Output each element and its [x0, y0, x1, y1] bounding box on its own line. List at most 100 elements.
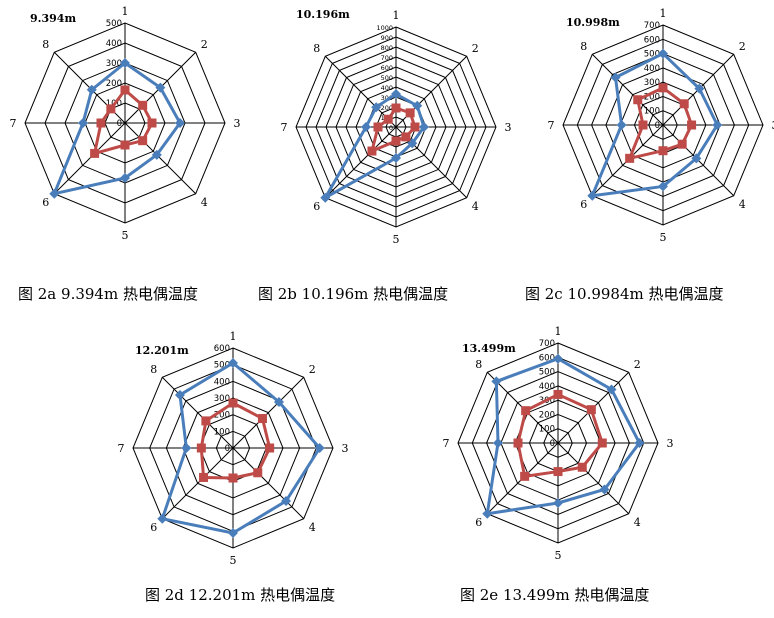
category-label: 2: [739, 40, 746, 53]
data-point-diamond: [616, 120, 627, 130]
data-point-diamond: [151, 149, 162, 160]
tick-label: 500: [106, 19, 122, 29]
data-point-square: [638, 120, 648, 130]
data-point-square: [138, 100, 148, 110]
data-point-diamond: [281, 496, 292, 507]
category-label: 8: [475, 358, 482, 371]
data-point-diamond: [691, 153, 702, 164]
data-point-square: [253, 468, 263, 478]
category-label: 8: [42, 38, 49, 51]
category-label: 6: [580, 198, 587, 211]
tick-label: 600: [214, 344, 230, 354]
tick-label: 500: [214, 361, 230, 371]
data-point-square: [577, 462, 587, 472]
data-point-diamond: [610, 72, 621, 83]
tick-label: 400: [214, 377, 230, 387]
category-label: 3: [667, 437, 674, 450]
category-label: 8: [580, 40, 587, 53]
chart-title: 10.998m: [566, 16, 620, 29]
category-label: 3: [772, 119, 774, 132]
data-point-square: [120, 140, 130, 150]
axis-spoke: [591, 53, 664, 126]
data-point-diamond: [174, 389, 185, 400]
data-point-square: [553, 389, 563, 399]
data-point-square: [196, 443, 206, 453]
data-point-square: [96, 118, 106, 128]
axis-spoke: [557, 442, 630, 515]
axis-spoke: [232, 447, 305, 520]
category-label: 5: [660, 231, 667, 244]
category-label: 1: [555, 325, 562, 338]
category-label: 7: [10, 117, 17, 130]
category-label: 2: [472, 42, 479, 55]
data-point-square: [687, 120, 697, 130]
category-label: 4: [472, 200, 479, 213]
data-point-square: [391, 136, 401, 146]
data-point-square: [383, 114, 393, 124]
data-point-square: [120, 85, 130, 95]
category-label: 7: [548, 119, 555, 132]
category-label: 5: [122, 229, 129, 242]
chart-title: 12.201m: [135, 344, 189, 357]
data-point-diamond: [419, 122, 429, 132]
tick-label: 700: [381, 54, 393, 62]
data-point-square: [410, 122, 420, 132]
tick-label: 700: [539, 339, 555, 349]
data-point-diamond: [155, 82, 166, 93]
tick-label: 1000: [376, 24, 393, 32]
data-point-diamond: [553, 353, 563, 364]
radar-chart-2: 1234567801002003004005006007008009001000…: [281, 8, 512, 246]
axis-spoke: [53, 122, 126, 195]
data-point-diamond: [553, 498, 563, 508]
data-point-diamond: [491, 376, 502, 387]
tick-label: 0: [389, 124, 393, 132]
data-point-diamond: [120, 173, 130, 183]
tick-label: 400: [644, 64, 660, 74]
category-label: 6: [313, 200, 320, 213]
caption-2a: 图 2a 9.394m 热电偶温度: [18, 285, 198, 303]
data-point-square: [679, 99, 689, 109]
tick-label: 700: [644, 21, 660, 31]
data-point-square: [90, 148, 100, 158]
category-label: 1: [230, 330, 237, 343]
tick-label: 500: [539, 368, 555, 378]
data-point-square: [228, 398, 238, 408]
tick-label: 300: [214, 394, 230, 404]
data-point-diamond: [157, 513, 168, 524]
data-point-square: [391, 103, 401, 113]
axis-spoke: [324, 126, 397, 199]
tick-label: 800: [381, 44, 393, 52]
tick-label: 0: [550, 439, 555, 449]
category-label: 3: [342, 442, 349, 455]
data-point-square: [265, 443, 275, 453]
data-point-square: [625, 153, 635, 163]
axis-spoke: [232, 376, 305, 449]
tick-label: 100: [644, 107, 660, 117]
tick-label: 300: [381, 94, 393, 102]
data-point-diamond: [391, 153, 401, 163]
data-point-square: [520, 471, 530, 481]
data-point-diamond: [78, 118, 88, 128]
tick-label: 200: [381, 104, 393, 112]
data-point-square: [106, 104, 116, 114]
data-point-diamond: [482, 508, 493, 519]
radar-chart-3: 12345678010020030040050060070010.998m: [548, 7, 774, 244]
data-point-diamond: [371, 102, 382, 113]
tick-label: 100: [214, 427, 230, 437]
data-point-diamond: [320, 192, 331, 203]
data-point-diamond: [228, 528, 238, 538]
data-point-square: [367, 146, 377, 156]
data-point-diamond: [606, 384, 617, 395]
data-point-square: [597, 438, 607, 448]
category-label: 2: [201, 38, 208, 51]
tick-label: 400: [106, 39, 122, 49]
axis-spoke: [161, 447, 234, 520]
tick-label: 100: [539, 425, 555, 435]
category-label: 4: [634, 516, 641, 529]
data-point-square: [373, 122, 383, 132]
tick-label: 600: [381, 64, 393, 72]
caption-2e: 图 2e 13.499m 热电偶温度: [460, 586, 650, 604]
